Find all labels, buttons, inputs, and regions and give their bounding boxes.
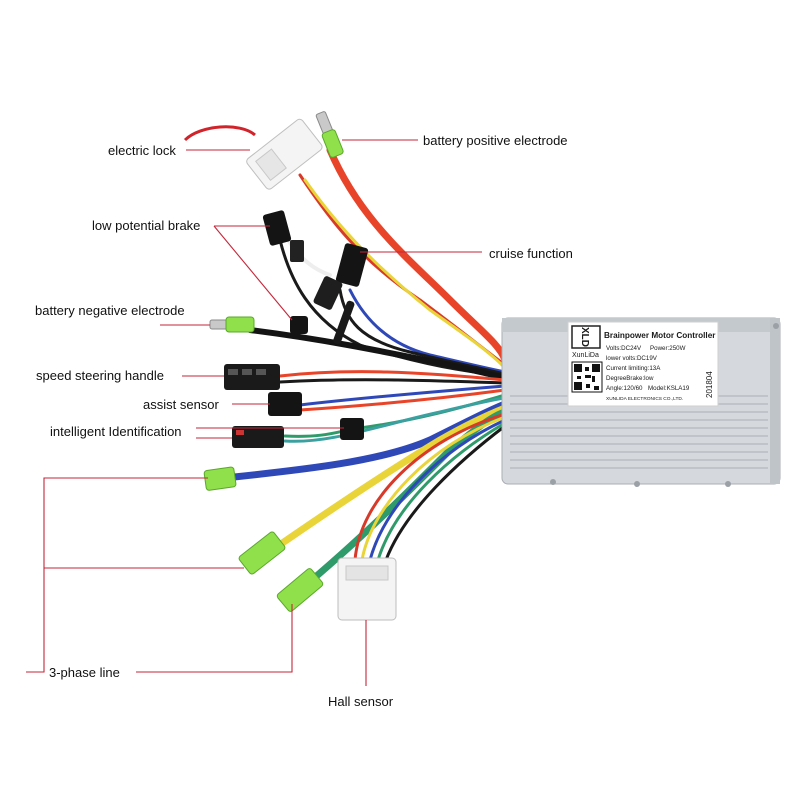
wire-battery-positive (326, 146, 509, 364)
wire-cruise-blue (348, 288, 507, 374)
plate-company: XUNLIDA ELECTRONICS CO.,LTD. (606, 396, 683, 402)
plate-model: Model:KSLA19 (648, 385, 690, 392)
plate-date-code: 201804 (705, 371, 714, 398)
plate-title: Brainpower Motor Controller (604, 331, 716, 340)
wire-hall-green (376, 421, 507, 562)
intelligent-id-connector (232, 418, 364, 448)
leader-lines (26, 139, 482, 686)
wire-hall-black (384, 424, 507, 562)
battery-negative-connector (209, 316, 308, 334)
plate-angle: Angle:120/60 (606, 385, 643, 392)
cruise-connector (313, 243, 369, 310)
label-assist-sensor: assist sensor (143, 397, 220, 412)
qr-code (571, 361, 603, 393)
wire-speed-black (278, 378, 507, 385)
label-electric-lock: electric lock (108, 143, 176, 158)
wire-hall-yellow (360, 415, 507, 562)
electric-lock-red-loop (183, 125, 256, 142)
label-cruise-function: cruise function (489, 246, 573, 261)
plate-power: Power:250W (650, 345, 686, 352)
label-intelligent-id: intelligent Identification (50, 424, 182, 439)
wire-hall-blue (368, 418, 507, 562)
wire-electric-lock-yellow (303, 178, 507, 370)
leader-phase-1 (26, 477, 208, 673)
plate-volts: Volts:DC24V (606, 345, 642, 352)
wire-assist-red (298, 388, 507, 412)
leader-phase-3 (136, 604, 293, 673)
brand-logo: XLD (579, 327, 590, 347)
brake-connector (262, 210, 304, 262)
label-hall-sensor: Hall sensor (328, 694, 394, 709)
phase-connector-2 (238, 531, 286, 575)
brand-subtitle: XunLiDa (572, 352, 599, 359)
wire-assist-blue (298, 384, 507, 407)
label-three-phase: 3-phase line (49, 665, 120, 680)
label-speed-handle: speed steering handle (36, 368, 164, 383)
phase-connector-3 (276, 568, 324, 612)
screw-3 (725, 481, 731, 487)
wire-electric-lock-red (298, 173, 507, 367)
wire-speed-red (278, 370, 507, 382)
heatsink-fins (510, 395, 768, 469)
assist-sensor-connector (268, 392, 302, 416)
wire-battery-negative (247, 327, 508, 381)
label-low-potential-brake: low potential brake (92, 218, 200, 233)
plate-degree: DegreeBrake:low (606, 375, 654, 382)
label-battery-negative: battery negative electrode (35, 303, 185, 318)
label-battery-positive: battery positive electrode (423, 133, 568, 148)
screw-2 (634, 481, 640, 487)
controller-box: XLD XunLiDa Brainpower Motor Controller … (501, 317, 781, 487)
connectors (183, 111, 397, 621)
screw-1 (550, 479, 556, 485)
screw-4 (773, 323, 779, 329)
cable-tie (333, 300, 355, 345)
phase-connector-1 (203, 466, 237, 491)
battery-positive-connector (315, 111, 344, 158)
hall-sensor-connector (337, 557, 397, 621)
leader-brake-diag (213, 225, 293, 321)
labels: electric lock battery positive electrode… (35, 133, 573, 709)
housing-side-rail (770, 318, 780, 484)
electric-lock-connector (246, 118, 323, 190)
plate-current: Current limiting:13A (606, 365, 661, 372)
wire-phase-yellow (261, 404, 509, 559)
brand-logo-box (571, 325, 601, 349)
wire-ident-teal (283, 396, 507, 443)
plate-lower-volts: lower volts:DC19V (606, 355, 658, 362)
wire-hall-red (353, 412, 507, 562)
speed-handle-connector (224, 364, 280, 390)
